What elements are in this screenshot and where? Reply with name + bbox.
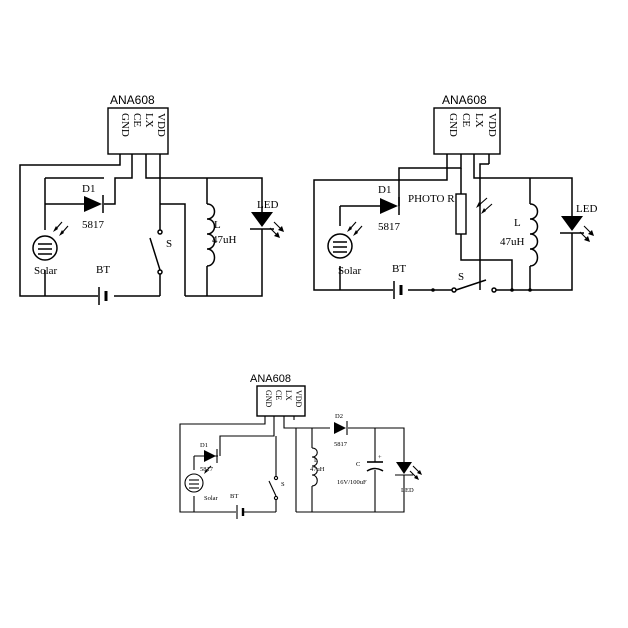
- wires: [179, 416, 405, 513]
- switch-icon: [149, 229, 163, 275]
- inductor-icon: [206, 203, 216, 267]
- diode-part-label: 5817: [82, 219, 105, 231]
- led-label: LED: [576, 203, 597, 215]
- chip-title: ANA608: [250, 373, 291, 385]
- diode-d2: [334, 421, 348, 435]
- diode-label: D1: [82, 183, 95, 195]
- switch-label: S: [281, 481, 285, 488]
- solar-cell-icon: [32, 221, 69, 261]
- solar-cell-icon: [327, 221, 363, 259]
- circuit-2: ANA608 GND CE LX VDD: [313, 93, 597, 299]
- solar-label: Solar: [204, 495, 219, 502]
- battery-label: BT: [230, 493, 238, 500]
- pin-gnd-label: GND: [119, 113, 131, 137]
- pin-gnd-label: GND: [447, 113, 459, 137]
- switch-icon: [268, 475, 279, 501]
- pin-ce-label: CE: [274, 390, 283, 400]
- battery-icon: [236, 505, 245, 519]
- photo-resistor-icon: [455, 193, 493, 235]
- capacitor-value-label: 16V/100uF: [337, 479, 367, 486]
- battery-label: BT: [96, 264, 110, 276]
- pin-vdd-label: VDD: [294, 390, 303, 408]
- battery-icon: [393, 281, 403, 299]
- pin-lx-label: LX: [143, 113, 155, 128]
- diode2-label: D2: [335, 413, 343, 420]
- switch-label: S: [166, 238, 172, 250]
- chip-body: [256, 385, 306, 417]
- svg-text:+: +: [378, 454, 382, 461]
- diode-d1: [204, 449, 218, 463]
- diode-d1: [84, 195, 104, 213]
- battery-label: BT: [392, 263, 406, 275]
- led-label: LED: [401, 487, 414, 494]
- led-label: LED: [257, 199, 278, 211]
- inductor-label: L: [214, 219, 221, 231]
- inductor-value-label: 47uH: [310, 466, 325, 473]
- pin-lx-label: LX: [473, 113, 485, 128]
- pin-ce-label: CE: [460, 113, 472, 127]
- capacitor-label: C: [356, 461, 360, 468]
- inductor-label: L: [314, 457, 318, 464]
- diode1-label: D1: [200, 442, 208, 449]
- led-icon: [250, 200, 284, 238]
- inductor-value-label: 47uH: [500, 236, 525, 248]
- pin-vdd-label: VDD: [155, 113, 167, 137]
- wires: [19, 154, 263, 297]
- pin-gnd-label: GND: [264, 390, 273, 408]
- solar-label: Solar: [338, 265, 362, 277]
- capacitor-icon: +: [366, 454, 384, 472]
- pin-lx-label: LX: [284, 390, 293, 401]
- circuit-3: ANA608 GND CE LX VDD: [179, 373, 422, 519]
- switch-icon: [451, 279, 497, 293]
- diode-part-label: 5817: [378, 221, 401, 233]
- diode-d1: [380, 197, 400, 215]
- pin-ce-label: CE: [131, 113, 143, 127]
- solar-label: Solar: [34, 265, 58, 277]
- diode-label: D1: [378, 184, 391, 196]
- inductor-icon: [311, 447, 318, 487]
- inductor-label: L: [514, 217, 521, 229]
- chip-title: ANA608: [442, 93, 487, 107]
- chip-body: [433, 107, 501, 155]
- led-icon: [560, 210, 594, 242]
- solar-cell-icon: [184, 465, 212, 493]
- switch-label: S: [458, 271, 464, 283]
- inductor-icon: [529, 203, 539, 267]
- chip-title: ANA608: [110, 93, 155, 107]
- circuit-1: ANA608 GND CE LX VDD: [19, 93, 284, 305]
- battery-icon: [98, 287, 108, 305]
- wires: [313, 154, 573, 292]
- pin-vdd-label: VDD: [486, 113, 498, 137]
- diode2-part-label: 5817: [334, 441, 348, 448]
- led-icon: [395, 456, 422, 480]
- photo-resistor-label: PHOTO R: [408, 193, 455, 205]
- inductor-value-label: 47uH: [212, 234, 237, 246]
- chip-body: [107, 107, 169, 155]
